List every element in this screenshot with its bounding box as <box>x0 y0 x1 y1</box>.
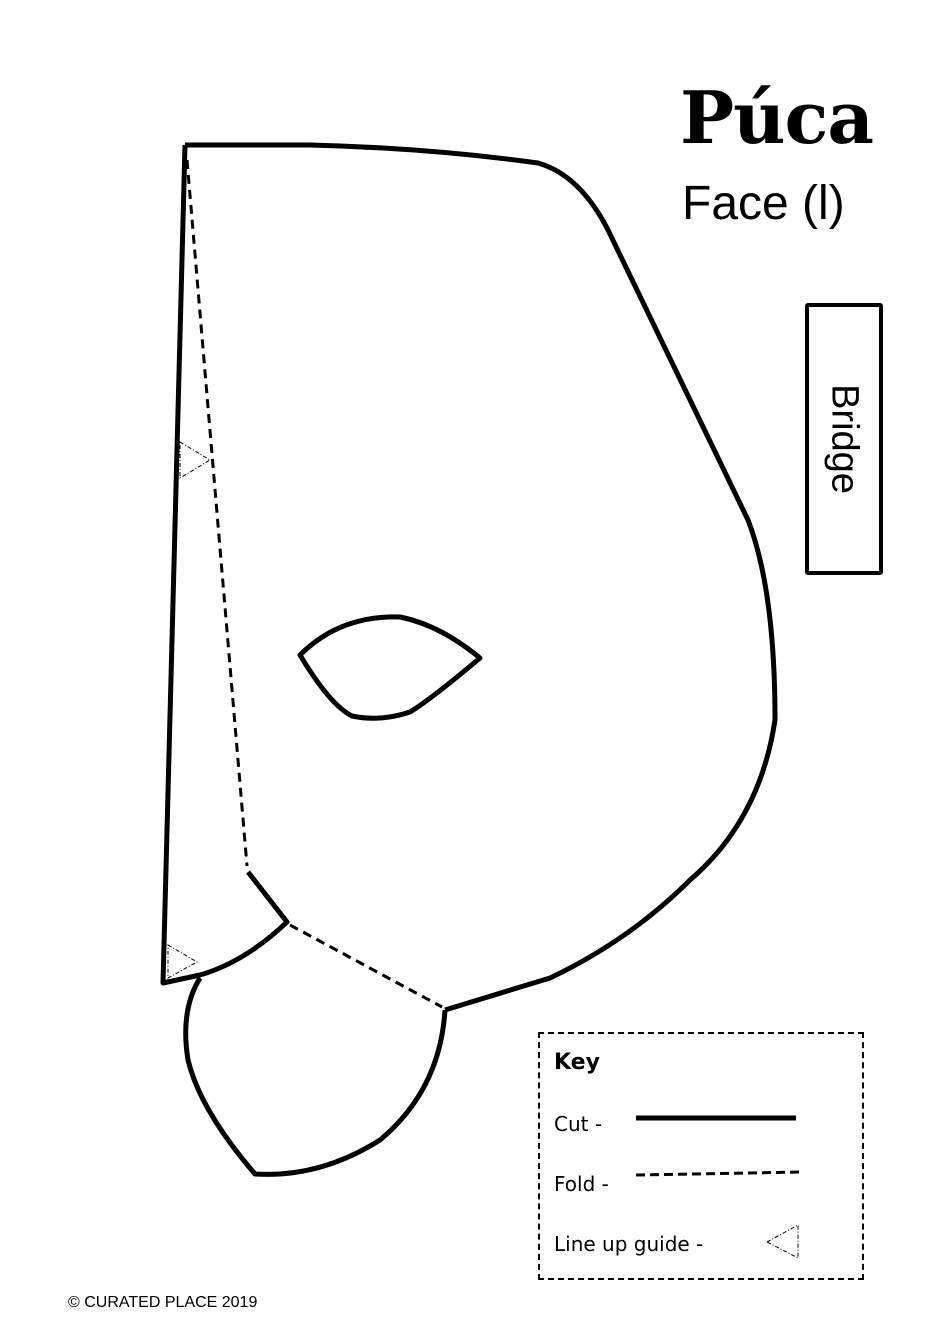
line-up-guide-icon <box>167 944 199 979</box>
cut-line-outer <box>185 142 778 1013</box>
page-subtitle: Face (l) <box>682 177 845 230</box>
cut-line-chin-flap <box>183 976 448 1177</box>
fold-line-chin <box>289 923 443 1009</box>
key-cut-label: Cut - <box>554 1112 603 1136</box>
line-up-guide-icon <box>179 441 211 479</box>
bridge-tab-piece: Bridge <box>805 303 883 575</box>
fold-line-nose <box>185 159 249 867</box>
cut-line-left-edge <box>160 144 290 986</box>
fold-line-sample <box>635 1170 803 1177</box>
line-up-guide-icon <box>765 1224 799 1259</box>
key-legend: Key Cut - Fold - Line up guide - <box>538 1032 864 1280</box>
key-symbols <box>635 1115 803 1259</box>
key-fold-label: Fold - <box>554 1172 609 1196</box>
key-title: Key <box>554 1050 600 1075</box>
copyright-notice: © CURATED PLACE 2019 <box>68 1294 258 1311</box>
page-title: Púca <box>680 75 874 160</box>
key-guide-label: Line up guide - <box>554 1232 704 1256</box>
eye-hole-cut <box>297 614 483 721</box>
